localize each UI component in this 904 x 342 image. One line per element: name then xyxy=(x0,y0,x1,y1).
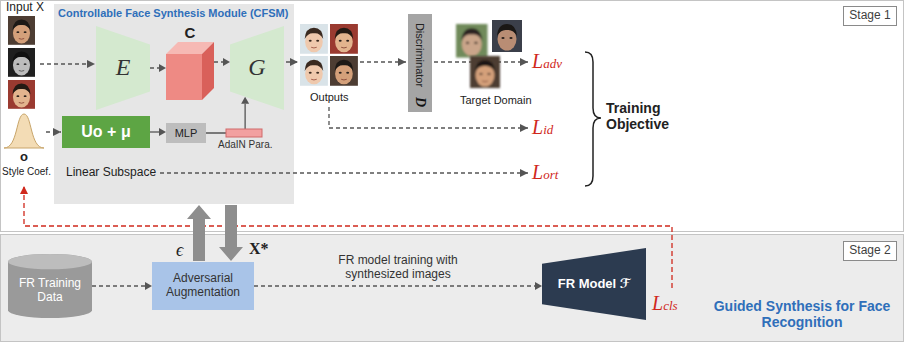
arrow-head xyxy=(145,282,152,290)
block-symbol: D xyxy=(412,97,428,107)
arrow-head xyxy=(535,282,542,290)
module-title: Controllable Face Synthesis Module (CFSM… xyxy=(58,7,288,20)
edge-label: ϵ xyxy=(176,240,183,261)
arrow-head xyxy=(241,97,249,104)
loss-label: Lcls xyxy=(652,292,678,315)
stage-tag-text: Stage 1 xyxy=(849,9,890,23)
output-faces xyxy=(330,24,358,54)
input-faces xyxy=(8,16,35,45)
latent-cube-shape xyxy=(202,42,214,100)
model-block: FR Model ℱ xyxy=(542,248,646,320)
database-cylinder: FR Training Data xyxy=(8,254,92,318)
mlp-box: MLP xyxy=(166,123,206,143)
target-faces xyxy=(470,56,500,88)
connector-line xyxy=(254,285,535,286)
figure-label: AdaIN Para. xyxy=(218,139,272,151)
output-faces xyxy=(300,24,328,54)
stage-tag-text: Stage 2 xyxy=(849,244,890,258)
block-arrow-shape xyxy=(219,205,243,261)
output-faces xyxy=(300,24,358,86)
arrow-head xyxy=(159,64,166,72)
input-faces xyxy=(8,16,35,109)
block-arrow-shape xyxy=(187,205,211,261)
target-faces xyxy=(456,20,522,88)
block-arrow xyxy=(219,205,243,261)
input-faces xyxy=(8,48,35,77)
target-faces xyxy=(456,24,488,58)
flow-arrow xyxy=(206,97,249,133)
flow-line xyxy=(40,63,95,64)
flow-arrow xyxy=(150,128,166,136)
model-block-shape xyxy=(542,248,646,320)
generator-block-shape xyxy=(230,26,284,110)
stage-tag: Stage 2 xyxy=(843,241,897,261)
edge-label: X* xyxy=(249,240,269,258)
stage-title: Guided Synthesis for Face Recognition xyxy=(712,298,892,330)
module-fill xyxy=(54,4,294,204)
loss-label: Lort xyxy=(532,161,558,184)
latent-cube-shape xyxy=(166,54,202,100)
objective-label: Training Objective xyxy=(606,100,690,132)
output-faces xyxy=(330,56,358,86)
adain-bar xyxy=(226,129,262,137)
flow-arrow xyxy=(150,64,166,72)
flow-arrow xyxy=(214,58,230,66)
stage-panel xyxy=(1,1,904,232)
figure-label: Outputs xyxy=(310,91,349,104)
figure-label: Linear Subspace xyxy=(66,166,156,180)
connector-line xyxy=(214,61,223,62)
augmentation-box: Adversarial Augmentation xyxy=(152,262,254,310)
figure-label: Style Coef. xyxy=(2,166,51,178)
block-symbol: G xyxy=(248,54,265,82)
loss-label: Lid xyxy=(532,116,553,139)
block-arrow xyxy=(187,205,211,261)
block-symbol: C xyxy=(185,24,196,41)
figure-label: Target Domain xyxy=(460,94,532,107)
flow-line xyxy=(286,61,298,62)
input-faces xyxy=(8,80,35,109)
subspace-box: Uo + μ xyxy=(62,116,150,148)
encoder-block-shape xyxy=(96,26,150,110)
output-faces xyxy=(300,56,328,86)
arrow-head xyxy=(223,58,230,66)
latent-cube: C xyxy=(166,24,214,100)
stage-tag: Stage 1 xyxy=(843,6,897,26)
box-text: Adversarial Augmentation xyxy=(157,272,249,300)
block-symbol: E xyxy=(116,54,131,82)
latent-cube-shape xyxy=(166,42,214,100)
arrow-head xyxy=(159,128,166,136)
connector-line xyxy=(150,67,159,68)
connector-line xyxy=(92,285,145,286)
figure-label: Input X xyxy=(6,1,44,15)
formula-text: Uo + μ xyxy=(81,123,130,141)
discriminator-box: DiscriminatorD xyxy=(408,14,432,112)
flow-line xyxy=(360,61,406,62)
flow-line xyxy=(160,172,528,173)
box-text: MLP xyxy=(175,127,198,140)
flow-line xyxy=(46,131,61,132)
flow-arrow xyxy=(92,282,152,290)
variable-label: o xyxy=(20,150,28,165)
connector-line xyxy=(150,131,159,132)
stage-panel xyxy=(1,235,904,342)
database-cylinder-shape xyxy=(8,254,92,269)
box-text: FR Model ℱ xyxy=(558,277,631,292)
objective-brace xyxy=(585,52,601,186)
database-cylinder-shape xyxy=(8,254,92,318)
flow-arrow xyxy=(254,282,542,290)
gaussian-curve xyxy=(4,114,44,148)
target-faces xyxy=(492,20,522,52)
encoder-block: E xyxy=(96,26,150,110)
database-text: FR Training Data xyxy=(17,277,83,305)
generator-block: G xyxy=(230,26,284,110)
loss-label: Ladv xyxy=(532,50,562,73)
edge-label: FR model training with synthesized image… xyxy=(318,254,478,282)
box-text: Discriminator xyxy=(414,23,427,87)
